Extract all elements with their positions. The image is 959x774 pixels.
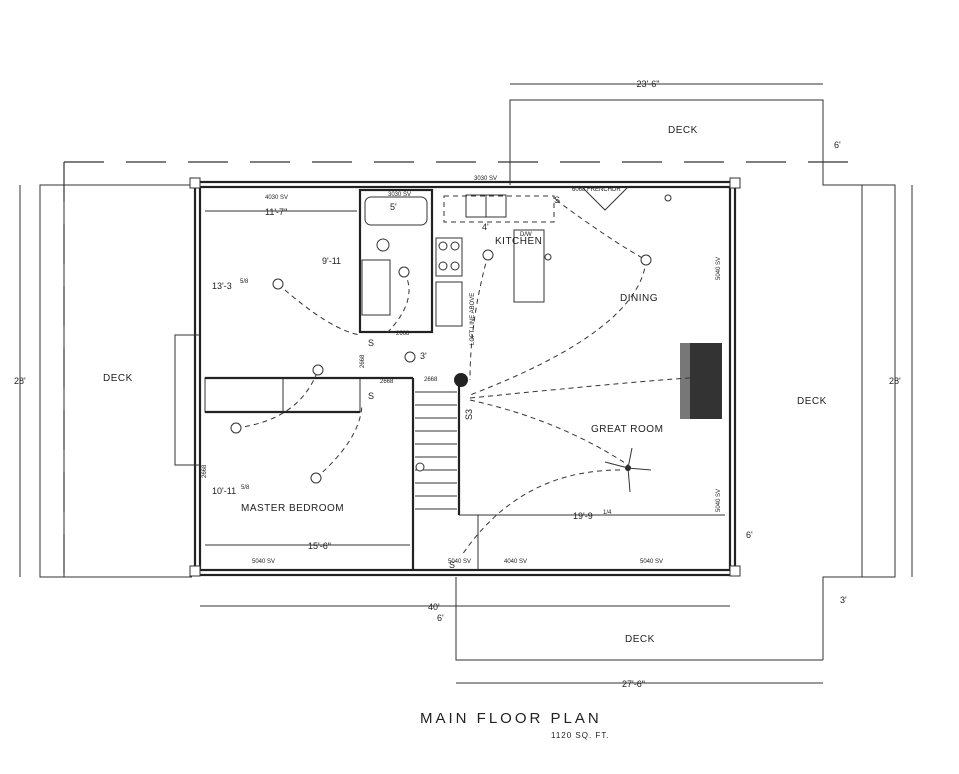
label-door-2668-a: 2668: [380, 379, 394, 385]
fireplace: [680, 343, 722, 419]
dimension-labels: 23'-6" 6' 28' 28' 40' 27'-6" 6' 6' 3' 11…: [14, 79, 901, 689]
annotation-labels: 4030 SV 3030 SV 3030 SV 6068 FRENCHDR D/…: [202, 176, 722, 570]
dim-bedroom-depth-fraction: 5/8: [240, 279, 249, 285]
dim-kitchen-width: 4': [482, 222, 489, 232]
dim-right-deck-depth: 6': [746, 530, 753, 540]
room-label-kitchen: KITCHEN: [495, 236, 542, 247]
room-label-deck-left: DECK: [103, 373, 133, 384]
label-loft-line: LOFT LINE ABOVE: [470, 293, 476, 345]
dim-stair-width: 3': [420, 351, 427, 361]
plan-subtitle: 1120 SQ. FT.: [551, 731, 610, 740]
dim-bath-width: 5': [390, 202, 397, 212]
room-label-deck-top: DECK: [668, 125, 698, 136]
kitchen-fixtures: [435, 194, 555, 327]
title-block: MAIN FLOOR PLAN 1120 SQ. FT.: [420, 710, 610, 740]
label-door-2668-b: 2668: [424, 377, 438, 383]
dim-top-deck-depth: 6': [834, 140, 841, 150]
dim-bottom-deck-width: 27'-6": [622, 679, 645, 689]
roof-line: [63, 161, 862, 577]
room-label-dining: DINING: [620, 293, 658, 304]
label-window-5040-bedroom: 5040 SV: [252, 559, 275, 565]
label-window-3030-kitchen: 3030 SV: [474, 176, 497, 182]
dim-great-room-width-fraction: 1/4: [603, 510, 612, 516]
dim-top-deck-width: 23'-6": [637, 79, 660, 89]
label-switch-bedroom: S: [368, 338, 374, 348]
label-window-3030-bath: 3030 SV: [388, 192, 411, 198]
dim-master-depth-fraction: 5/8: [241, 485, 250, 491]
label-window-4030: 4030 SV: [265, 195, 288, 201]
label-window-5040-bottom-right: 5040 SV: [640, 559, 663, 565]
dim-bottom-deck-depth: 6': [437, 613, 444, 623]
room-label-master-bedroom: MASTER BEDROOM: [241, 503, 344, 514]
label-door-2668-left: 2668: [202, 464, 208, 478]
electrical-circuits: [235, 199, 691, 556]
label-dishwasher: D/W: [520, 232, 532, 238]
dim-master-width: 15'-6": [308, 541, 331, 551]
dim-left-height: 28': [14, 376, 26, 386]
room-label-great-room: GREAT ROOM: [591, 424, 663, 435]
interior-walls: [174, 188, 479, 570]
bath-fixtures: [361, 196, 428, 316]
ceiling-fan-icon: [604, 447, 652, 493]
dim-right-deck-offset: 3': [840, 595, 847, 605]
stair-treads: [415, 391, 457, 510]
light-fixtures: [230, 194, 672, 484]
dimension-lines: [19, 83, 913, 684]
dim-bath-depth: 9'-11: [322, 256, 341, 266]
label-window-4040-bottom: 4040 SV: [504, 559, 527, 565]
dim-master-depth: 10'-11: [212, 486, 236, 496]
room-label-deck-bottom: DECK: [625, 634, 655, 645]
plan-title: MAIN FLOOR PLAN: [420, 710, 602, 727]
label-door-2668-bath: 2668: [396, 331, 410, 337]
dim-great-room-width: 19'-9: [573, 511, 593, 521]
dim-bedroom-depth: 13'-3: [212, 281, 232, 291]
label-switch-french: S: [554, 195, 560, 205]
dim-overall-width: 40': [428, 602, 440, 612]
exterior-walls: [189, 177, 741, 577]
label-switch-stair: S: [449, 560, 455, 570]
label-switch-hall: S: [368, 391, 374, 401]
dim-bedroom-width: 11'-7": [265, 207, 287, 217]
room-label-deck-right: DECK: [797, 396, 827, 407]
label-french-door: 6068 FRENCHDR: [572, 187, 621, 193]
label-window-5040-right-a: 5040 SV: [716, 257, 722, 280]
dim-right-height: 28': [889, 376, 901, 386]
label-window-5040-bottom-left: 5040 SV: [448, 559, 471, 565]
label-door-2668-c: 2668: [360, 354, 366, 368]
room-labels: KITCHEN DINING GREAT ROOM MASTER BEDROOM…: [103, 125, 827, 645]
label-window-5040-right-b: 5040 SV: [716, 489, 722, 512]
french-door-swings: [581, 186, 629, 211]
label-switch-three-way: S3: [464, 409, 474, 420]
